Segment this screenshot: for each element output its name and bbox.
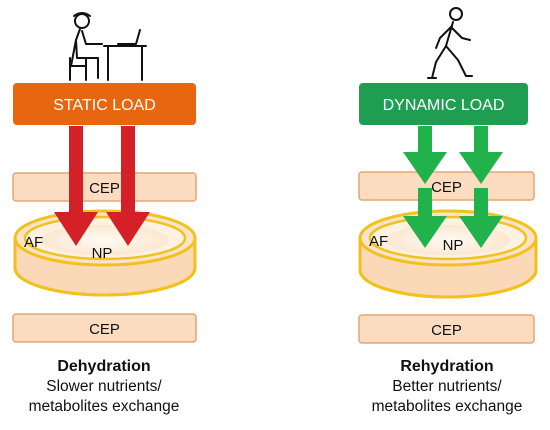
nucleus-pulposus-label: NP [443,237,464,254]
bottom-endplate-label: CEP [431,322,462,339]
static-load-arrow-right [106,126,150,246]
dynamic-load-caption: Rehydration Better nutrients/ metabolite… [347,357,547,417]
dynamic-load-arrow-lower-left [403,188,447,248]
nucleus-pulposus-label: NP [92,245,113,262]
annulus-fibrosus-label: AF [369,233,388,250]
static-load-arrows [54,126,150,246]
top-endplate-label: CEP [89,180,120,197]
static-load-label: STATIC LOAD [53,97,156,114]
static-load-panel: STATIC LOAD CEP AF NP CEP [12,12,197,343]
dynamic-load-panel: DYNAMIC LOAD CEP AF NP CEP [358,7,538,344]
dynamic-load-arrow-lower-right [459,188,503,248]
person-sitting-at-desk-icon [69,12,147,81]
caption-line: Slower nutrients/ [46,378,162,395]
person-walking-icon [427,7,473,79]
caption-line: metabolites exchange [28,398,180,415]
caption-title: Dehydration [57,358,151,375]
caption-line: Better nutrients/ [392,378,502,395]
static-load-caption: Dehydration Slower nutrients/ metabolite… [4,357,204,417]
dynamic-load-arrow-upper-right [459,126,503,184]
intervertebral-disc [358,209,538,299]
top-endplate-label: CEP [431,179,462,196]
static-load-arrow-left [54,126,98,246]
static-load-box [13,83,196,125]
annulus-fibrosus-label: AF [24,234,43,251]
bottom-endplate [12,313,197,343]
top-endplate [12,172,197,202]
bottom-endplate-label: CEP [89,321,120,338]
dynamic-load-arrow-upper-left [403,126,447,184]
dynamic-load-arrows [403,126,503,248]
dynamic-load-label: DYNAMIC LOAD [383,97,505,114]
caption-line: metabolites exchange [371,398,523,415]
bottom-endplate [358,314,535,344]
dynamic-load-box [359,83,528,125]
top-endplate [358,171,535,201]
intervertebral-disc [13,209,197,297]
caption-title: Rehydration [400,358,494,375]
